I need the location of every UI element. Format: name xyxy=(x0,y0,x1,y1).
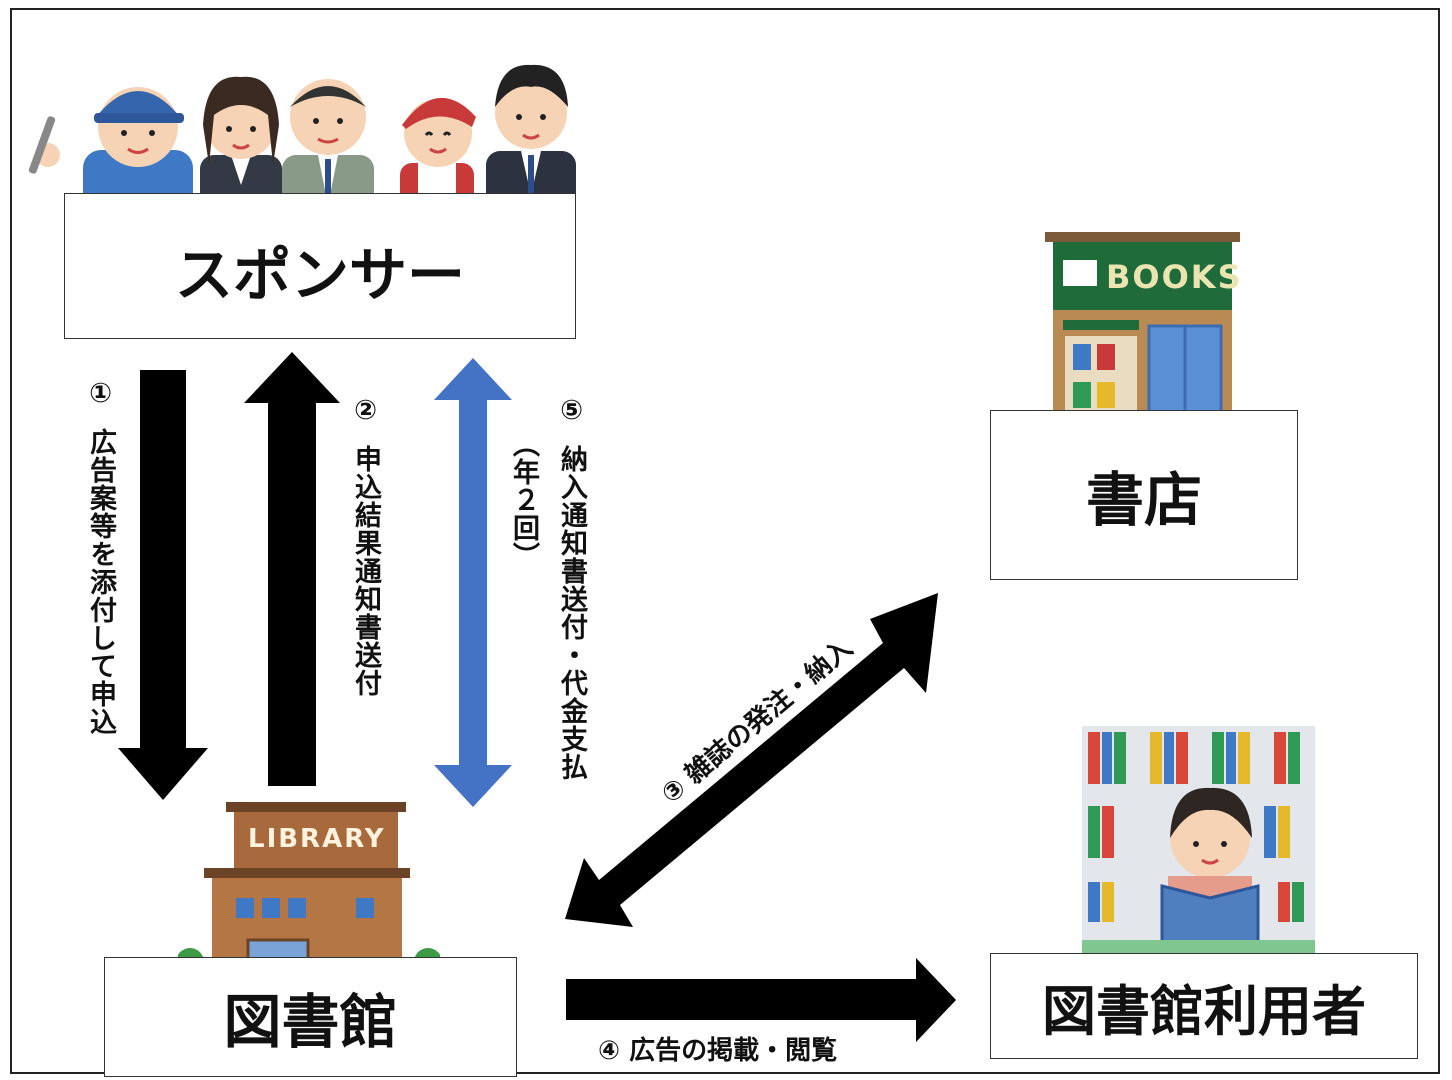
step-5-note: （年２回） xyxy=(508,430,539,570)
worker-person xyxy=(28,87,193,210)
arrow-1-down xyxy=(118,370,208,800)
shop-woman-person xyxy=(400,97,476,210)
arrow-4-right xyxy=(566,958,956,1042)
library-sign: LIBRARY xyxy=(248,824,386,854)
library-users-label: 図書館利用者 xyxy=(1042,979,1366,1043)
arrow-3-double xyxy=(565,593,938,927)
step-4-label: ④ 広告の掲載・閲覧 xyxy=(598,1036,838,1066)
sponsor-label: スポンサー xyxy=(174,241,465,309)
sponsor-box: スポンサー xyxy=(64,193,576,339)
bookstore-sign: BOOKS xyxy=(1106,258,1243,296)
step-2-label: 申込結果通知書送付 xyxy=(350,445,381,697)
library-label: 図書館 xyxy=(223,988,398,1056)
bookshelf-books xyxy=(1088,732,1304,922)
library-users-box: 図書館利用者 xyxy=(990,953,1418,1059)
step-5-number: ⑤ xyxy=(556,395,587,427)
sponsors-illustration xyxy=(28,64,576,210)
step-1-number: ① xyxy=(85,378,116,410)
step-1-label: 広告案等を添付して申込 xyxy=(85,428,116,736)
step-5-label: 納入通知書送付・代金支払 xyxy=(556,445,587,781)
arrow-5-double xyxy=(434,358,512,807)
library-box: 図書館 xyxy=(104,957,517,1077)
step-2-number: ② xyxy=(350,395,381,427)
bookstore-label: 書店 xyxy=(1085,466,1202,534)
bookstore-box: 書店 xyxy=(990,410,1298,580)
older-man-person xyxy=(282,79,374,210)
diagram-frame xyxy=(10,8,1440,1074)
library-user-illustration xyxy=(1082,726,1315,958)
arrow-2-up xyxy=(244,352,340,786)
